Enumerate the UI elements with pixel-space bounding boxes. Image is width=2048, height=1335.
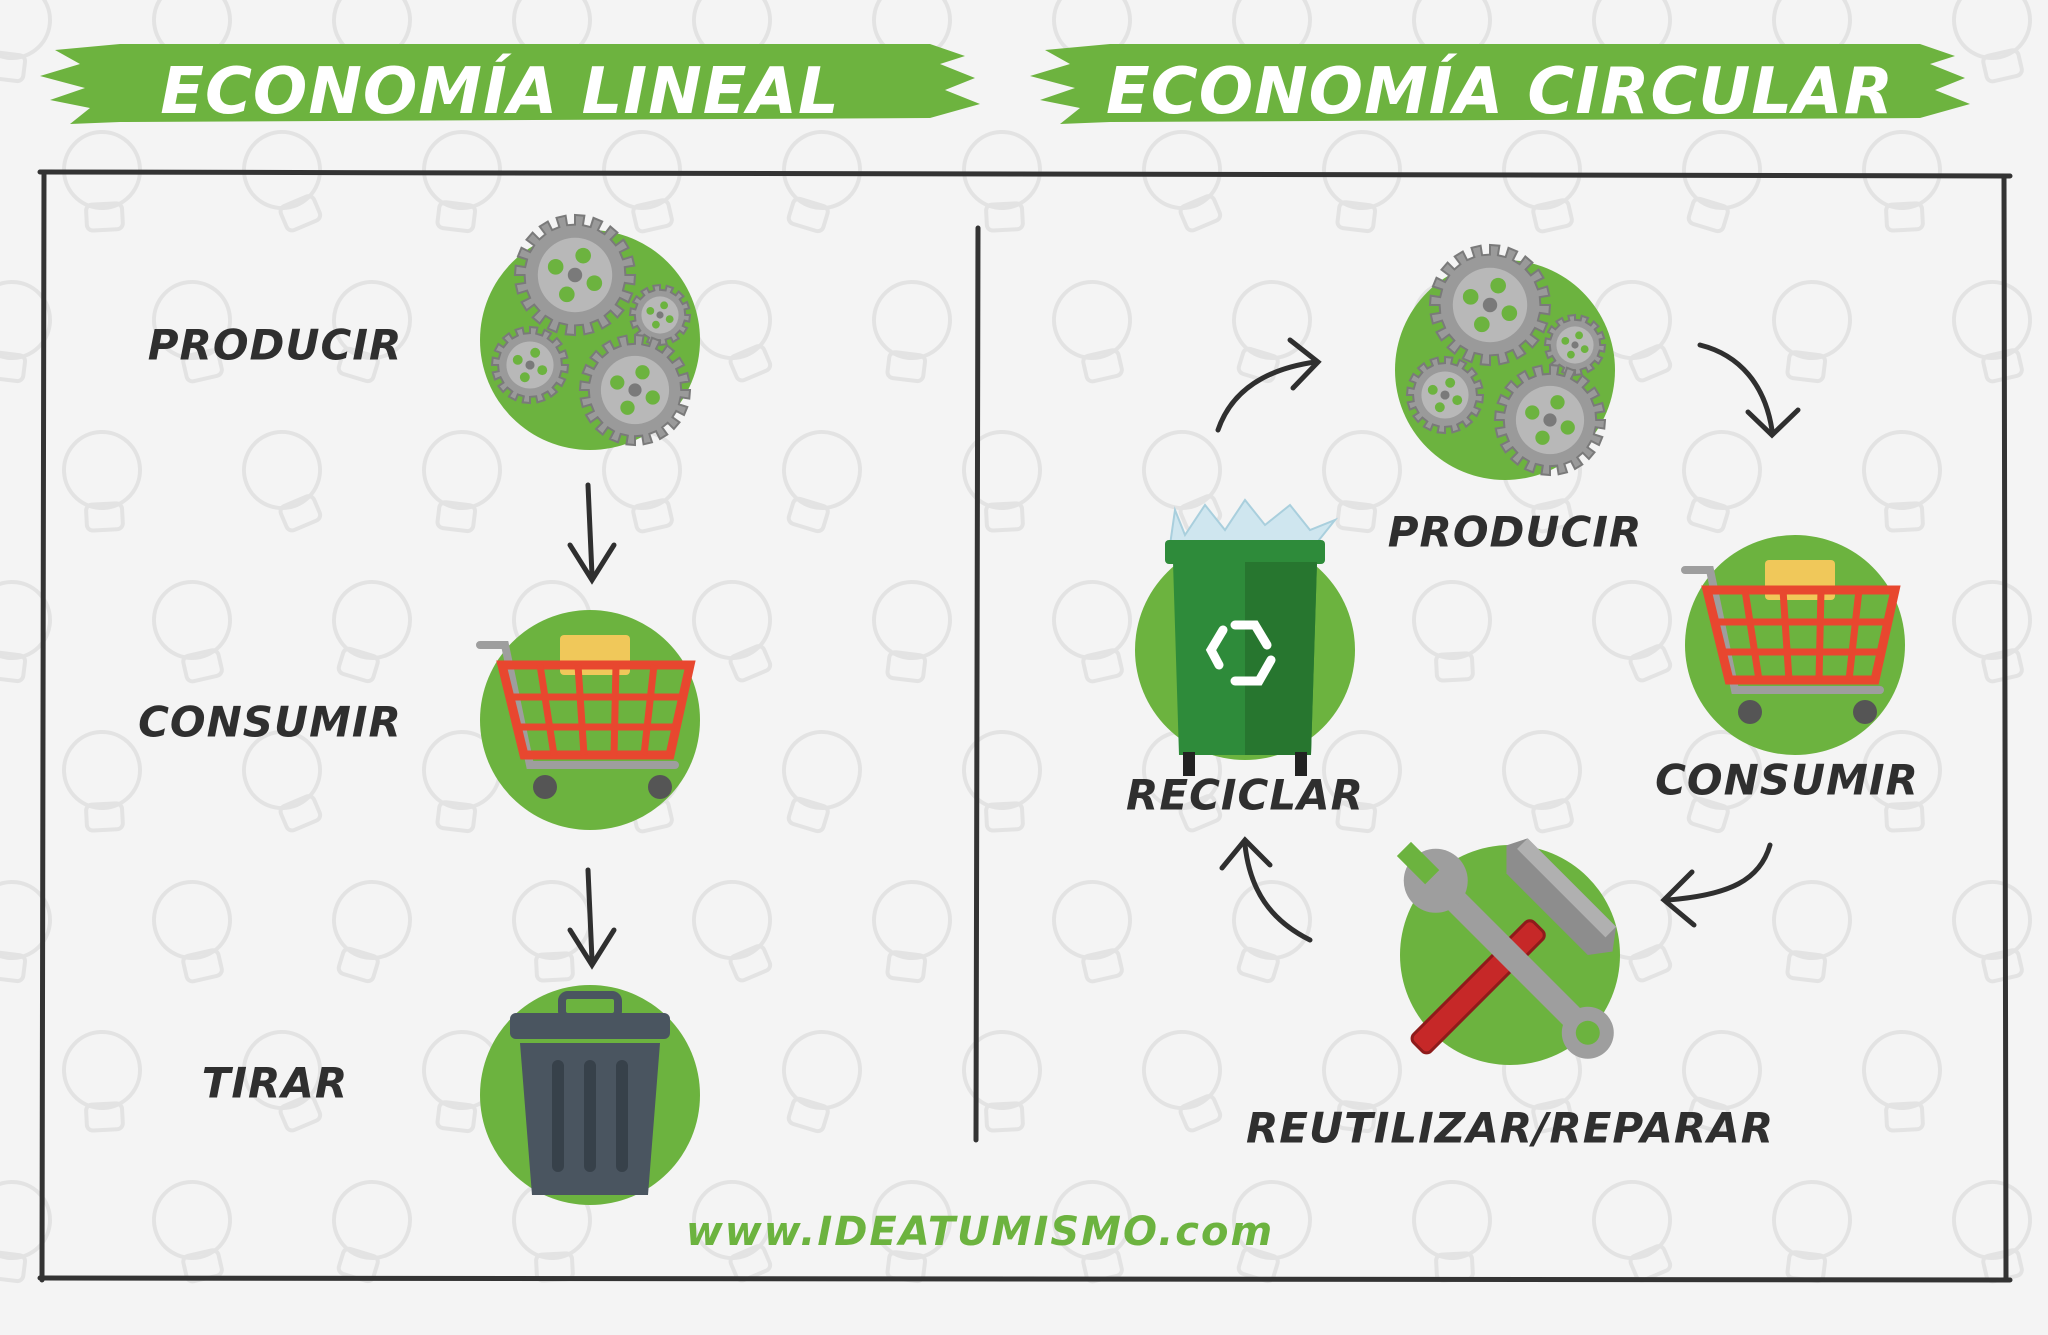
shopping-cart-icon-linear xyxy=(476,635,696,799)
circular-economy-title: ECONOMÍA CIRCULAR xyxy=(1106,55,1894,129)
banner-linear xyxy=(40,44,980,124)
linear-economy-title: ECONOMÍA LINEAL xyxy=(160,55,840,129)
curved-arrow-icon-consume-to-repair xyxy=(1660,842,1773,928)
website-url[interactable]: www.IDEATUMISMO.com xyxy=(685,1209,1275,1255)
banner-circular xyxy=(1030,44,1970,124)
curved-arrow-icon-produce-to-consume xyxy=(1697,342,1801,439)
shopping-cart-icon-circular xyxy=(1681,560,1901,724)
circular-step-consume: CONSUMIR xyxy=(1655,755,1919,805)
recycle-symbol-icon xyxy=(1205,620,1276,686)
circular-step-produce: PRODUCIR xyxy=(1387,507,1643,557)
circular-step-reuse-repair: REUTILIZAR/REPARAR xyxy=(1245,1103,1775,1153)
linear-step-produce: PRODUCIR xyxy=(147,320,403,370)
curved-arrow-icon-recycle-to-produce xyxy=(1215,337,1322,433)
gears-icon-circular xyxy=(1405,243,1607,477)
linear-step-discard: TIRAR xyxy=(201,1058,349,1108)
trash-can-icon xyxy=(510,991,670,1195)
linear-step-consume: CONSUMIR xyxy=(138,697,402,747)
frame xyxy=(37,169,2013,1283)
arrow-down-icon-2 xyxy=(567,867,617,970)
curved-arrow-icon-repair-to-recycle xyxy=(1219,836,1313,943)
gears-icon-linear xyxy=(490,213,692,447)
arrow-down-icon-1 xyxy=(567,482,617,585)
recycle-bin-icon xyxy=(1165,498,1339,776)
circular-step-recycle: RECICLAR xyxy=(1126,770,1364,820)
hammer-wrench-icon xyxy=(1396,838,1617,1059)
